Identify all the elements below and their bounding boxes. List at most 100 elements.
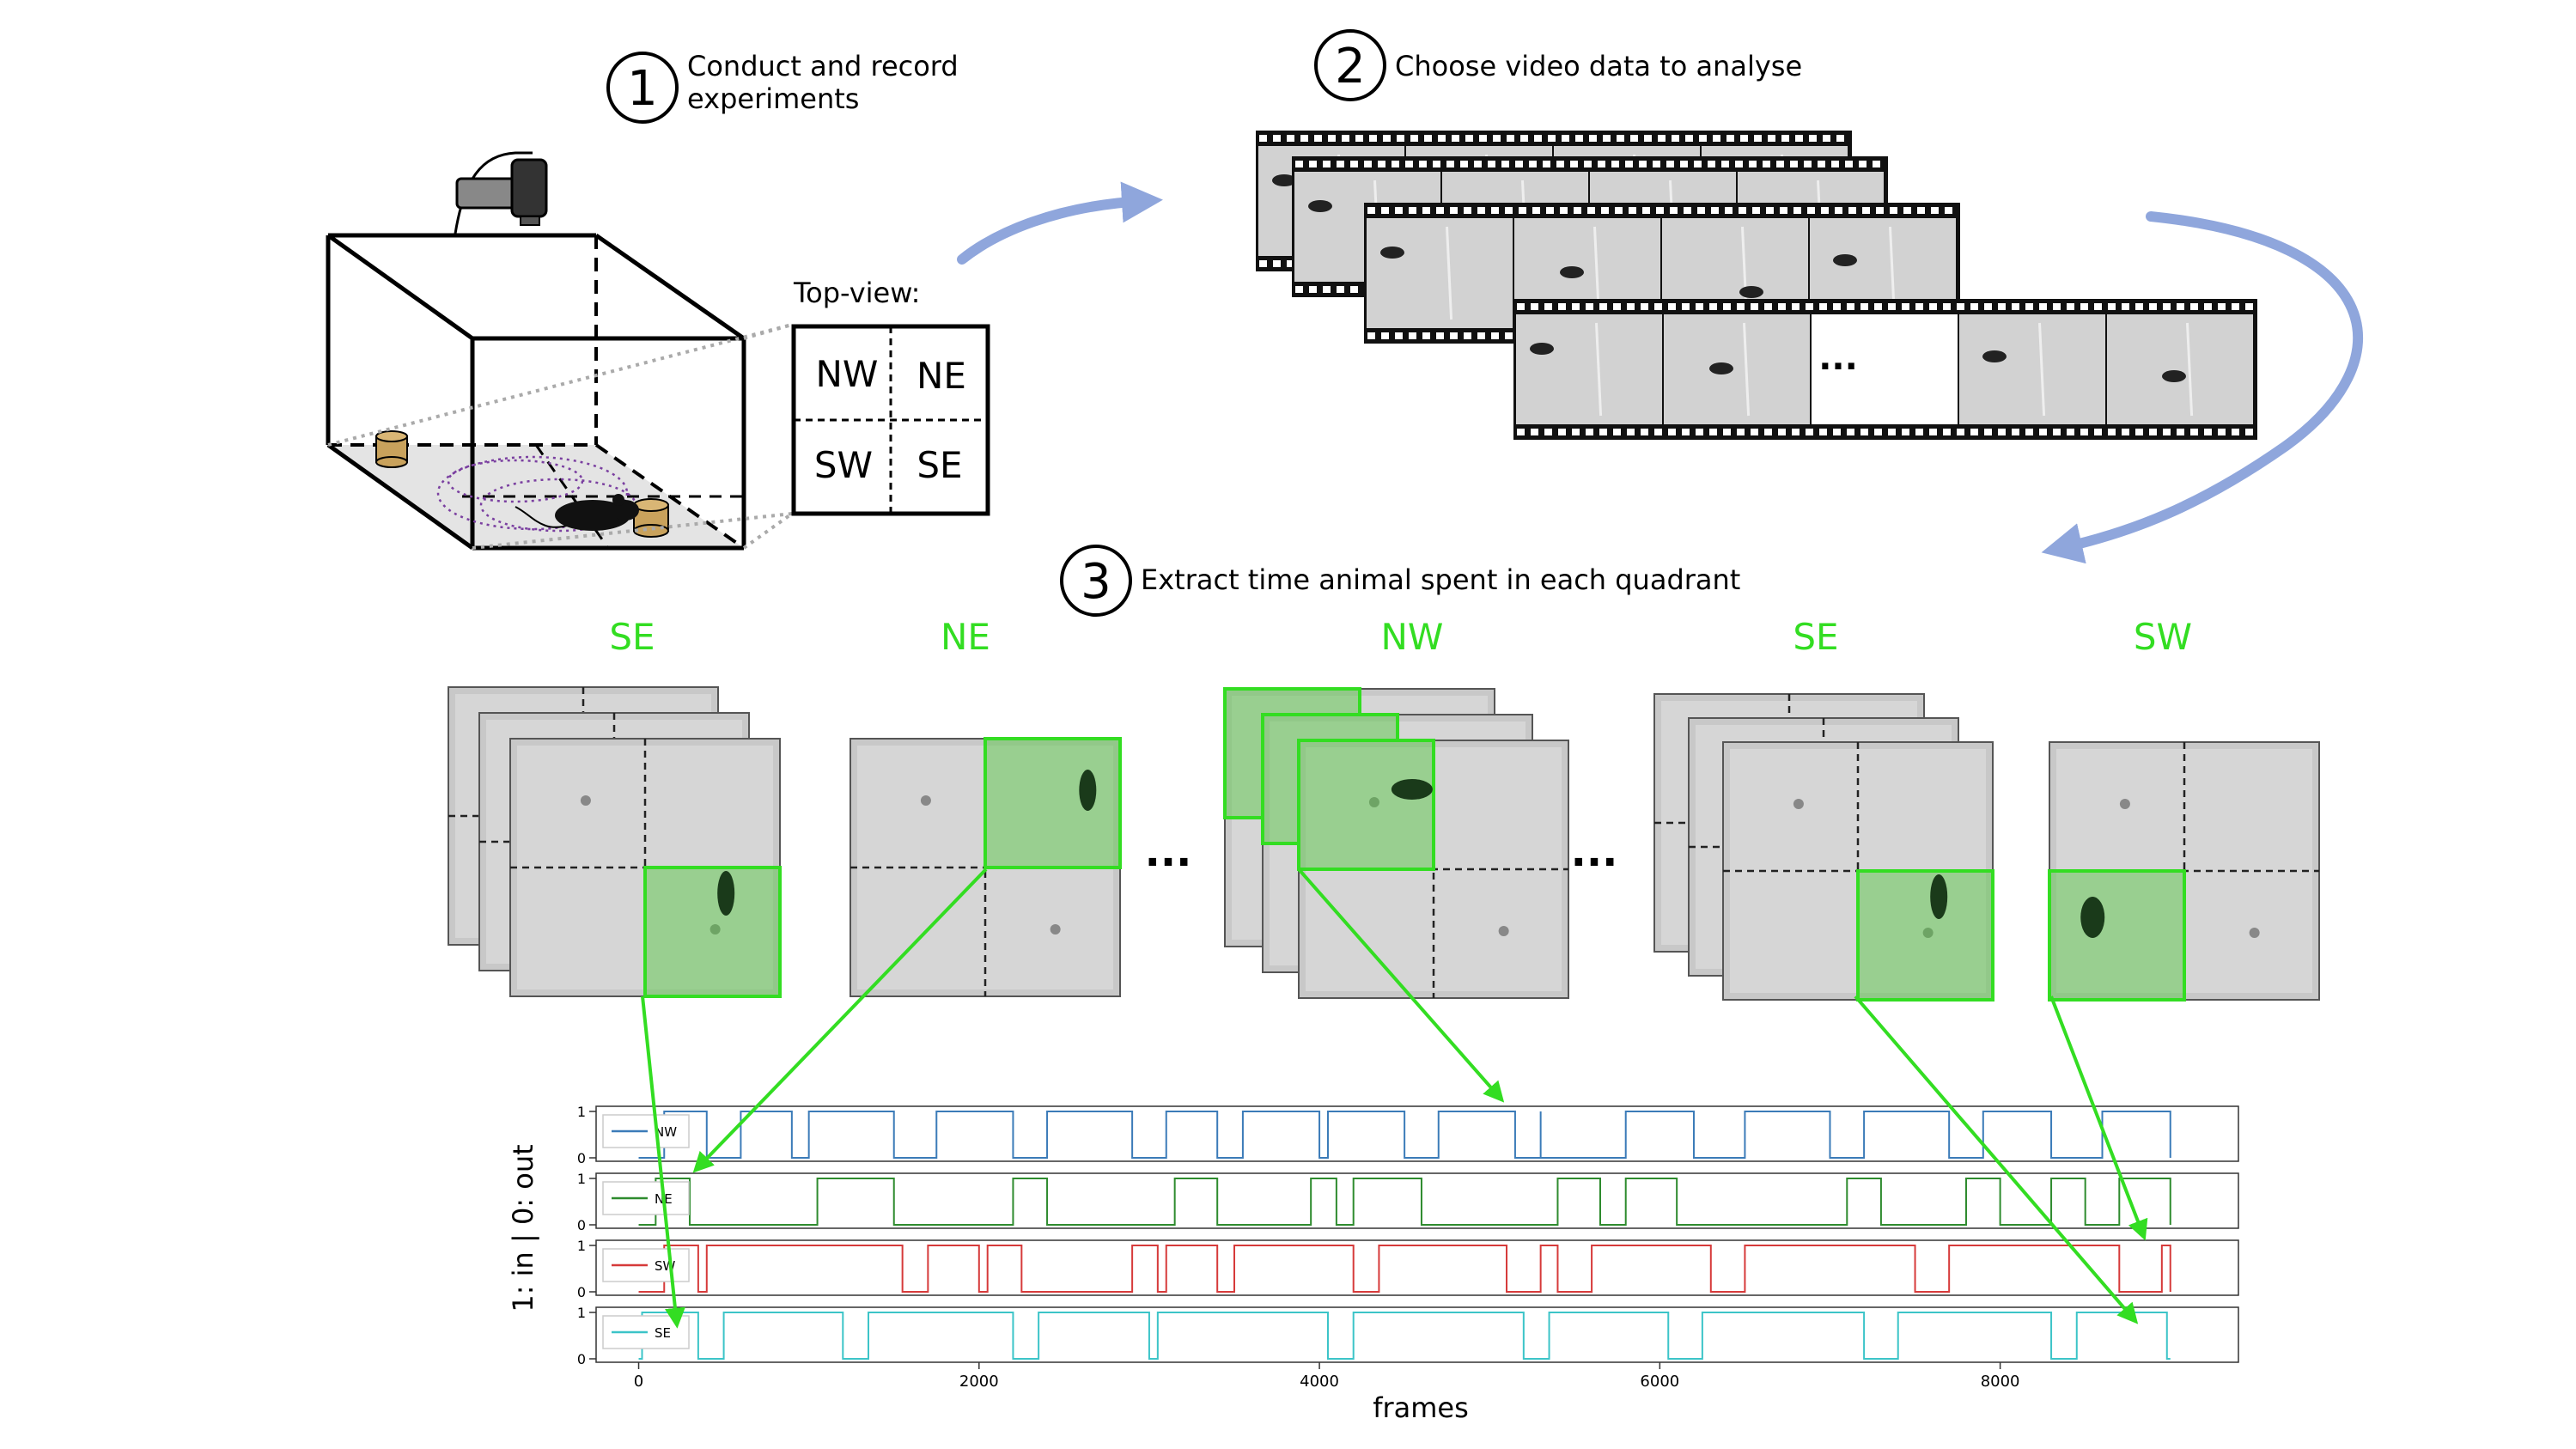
top-view-se: SE	[917, 444, 962, 486]
sprocket-hole	[1323, 286, 1331, 293]
sprocket-hole	[1929, 429, 1937, 435]
sprocket-hole	[1654, 303, 1662, 310]
sprocket-hole	[1519, 207, 1526, 214]
plot-xlabel: frames	[1373, 1391, 1469, 1424]
legend: NW	[602, 1114, 690, 1148]
sprocket-hole	[1355, 135, 1363, 142]
film-frame-mouse	[1560, 266, 1584, 278]
arena-frame-object	[920, 795, 931, 806]
sprocket-hole	[1395, 332, 1403, 339]
sprocket-hole	[1450, 207, 1458, 214]
sprocket-hole	[1350, 161, 1358, 167]
sprocket-hole	[2122, 429, 2129, 435]
sprocket-hole	[1821, 207, 1829, 214]
sprocket-hole	[2135, 429, 2143, 435]
sprocket-hole	[1766, 207, 1774, 214]
sprocket-hole	[1668, 429, 1676, 435]
y-tick-label: 0	[577, 1217, 586, 1233]
sprocket-hole	[1479, 135, 1487, 142]
sprocket-hole	[1929, 303, 1937, 310]
sprocket-hole	[2053, 429, 2061, 435]
sprocket-hole	[1611, 161, 1619, 167]
sprocket-hole	[1831, 161, 1839, 167]
arena-frame	[2048, 741, 2320, 1002]
sprocket-hole	[1601, 207, 1609, 214]
frames-ellipsis-2: ...	[1571, 828, 1618, 876]
sprocket-hole	[1543, 161, 1550, 167]
sprocket-hole	[1300, 135, 1308, 142]
film-frame	[1664, 314, 1810, 424]
sprocket-hole	[1819, 303, 1827, 310]
arena-frame	[850, 737, 1122, 997]
sprocket-hole	[1793, 207, 1801, 214]
sprocket-hole	[1931, 207, 1939, 214]
sprocket-hole	[1684, 207, 1691, 214]
sprocket-hole	[1464, 332, 1471, 339]
plot-panel-frame	[595, 1105, 2239, 1162]
sprocket-hole	[1749, 161, 1757, 167]
plot-panel-frame	[595, 1306, 2239, 1363]
sprocket-hole	[1424, 135, 1432, 142]
sprocket-hole	[1364, 161, 1372, 167]
sprocket-hole	[1574, 207, 1581, 214]
sprocket-hole	[1818, 161, 1825, 167]
sprocket-hole	[2218, 303, 2226, 310]
sprocket-hole	[1630, 135, 1638, 142]
step-1: 1 Conduct and record experiments	[606, 50, 959, 124]
sprocket-hole	[1613, 429, 1621, 435]
step-3: 3 Extract time animal spent in each quad…	[1060, 545, 1740, 617]
frames-ellipsis-1: ...	[1145, 828, 1192, 876]
sprocket-hole	[1599, 303, 1607, 310]
sprocket-hole	[2232, 429, 2239, 435]
top-view-title: Top-view:	[793, 277, 920, 309]
sprocket-hole	[1781, 135, 1789, 142]
sprocket-hole	[1876, 207, 1884, 214]
sprocket-hole	[1615, 207, 1623, 214]
sprocket-hole	[1493, 135, 1501, 142]
arena-frame-object	[1050, 924, 1061, 935]
film-frame-mouse	[1530, 343, 1554, 355]
green-arrow	[2049, 995, 2148, 1241]
sprocket-hole	[1699, 135, 1707, 142]
sprocket-hole	[1273, 260, 1281, 267]
frame-label-nw: NW	[1381, 616, 1444, 658]
sprocket-hole	[1436, 332, 1444, 339]
sprocket-hole	[1768, 135, 1775, 142]
arena-frame	[1297, 739, 1569, 999]
green-arrow	[1854, 995, 2139, 1324]
sprocket-hole	[1295, 286, 1303, 293]
sprocket-hole	[1465, 135, 1473, 142]
sprocket-hole	[1984, 303, 1992, 310]
legend-label: SE	[655, 1325, 671, 1341]
legend: SW	[602, 1248, 690, 1282]
frame-label-se-2: SE	[1793, 616, 1838, 658]
top-view-sw: SW	[814, 444, 873, 486]
top-view-ne: NE	[917, 355, 966, 397]
sprocket-hole	[1902, 303, 1909, 310]
sprocket-hole	[1984, 429, 1992, 435]
sprocket-hole	[1531, 303, 1538, 310]
film-frame-mouse	[1308, 200, 1332, 212]
sprocket-hole	[1656, 207, 1664, 214]
sprocket-hole	[1721, 161, 1729, 167]
film-frame-glare	[1446, 226, 1453, 320]
sprocket-hole	[1515, 161, 1523, 167]
sprocket-hole	[1309, 161, 1317, 167]
sprocket-hole	[1945, 207, 1952, 214]
sprocket-hole	[1507, 135, 1514, 142]
sprocket-hole	[1795, 135, 1803, 142]
sprocket-hole	[1627, 429, 1635, 435]
sprocket-hole	[1381, 207, 1389, 214]
frame-label-se-1: SE	[609, 616, 655, 658]
sprocket-hole	[1491, 207, 1499, 214]
sprocket-hole	[1572, 303, 1580, 310]
x-tick-label: 6000	[1640, 1373, 1679, 1391]
sprocket-hole	[1725, 207, 1733, 214]
quadrant-occupancy-plot: 01NW01NE01SW01SE02000400060008000	[577, 1104, 2239, 1391]
sprocket-hole	[1505, 207, 1513, 214]
sprocket-hole	[1589, 135, 1597, 142]
step-3-number: 3	[1081, 554, 1111, 610]
sprocket-hole	[1737, 429, 1745, 435]
